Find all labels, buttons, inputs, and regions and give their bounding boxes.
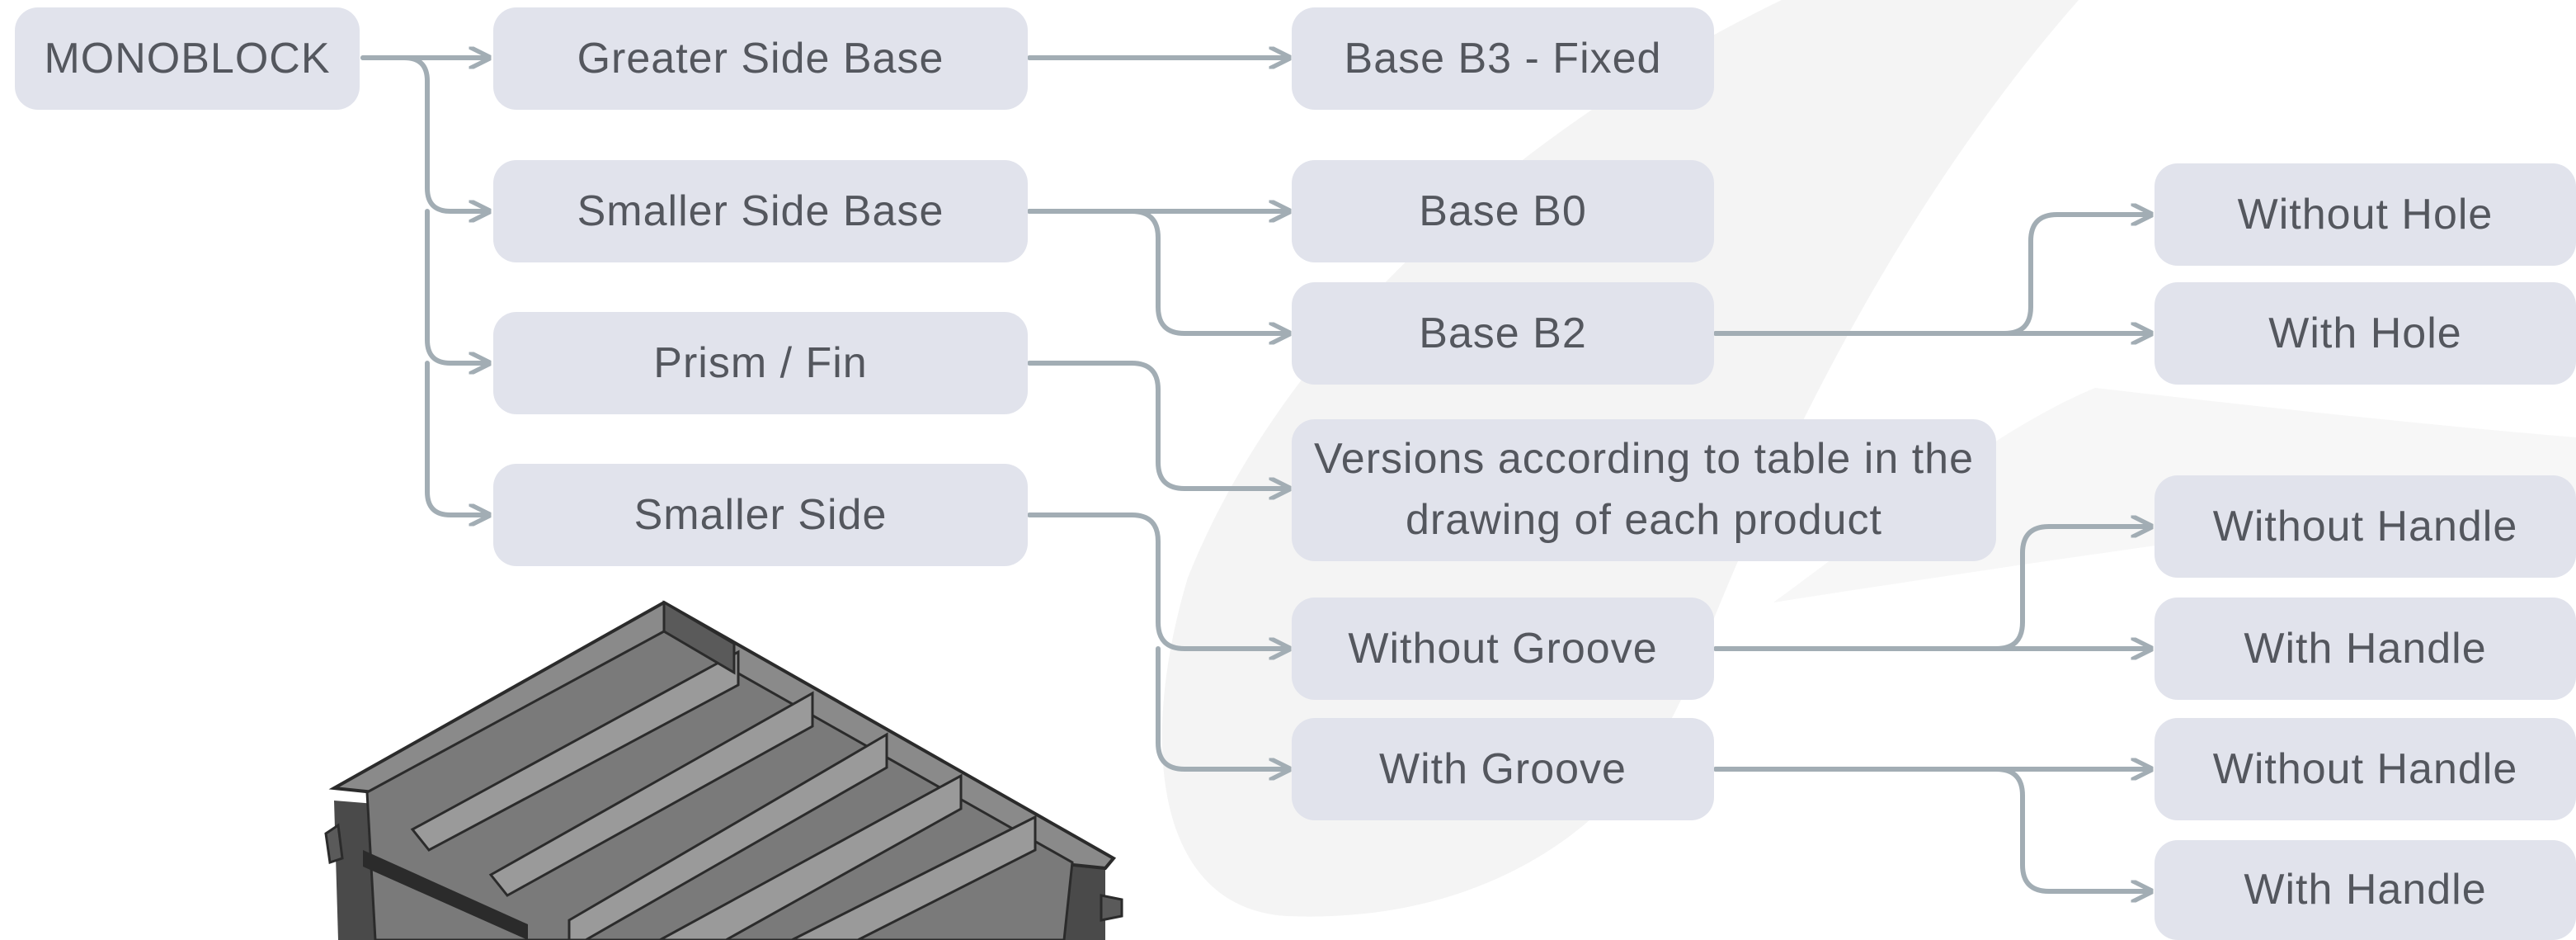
node-without-groove: Without Groove [1292,598,1714,700]
edge-monoblock-prism-fin [425,209,487,363]
node-base-b2: Base B2 [1292,282,1714,385]
node-base-b3-fixed: Base B3 - Fixed [1292,7,1714,110]
edge-prism-fin-versions [1027,361,1287,489]
node-with-handle-2: With Handle [2155,840,2576,940]
edge-monoblock-smaller-side [425,361,487,515]
edge-base-b2-without-hole [1713,215,2149,336]
edge-without-groove-without-handle [1713,527,2149,651]
node-smaller-side: Smaller Side [493,464,1028,566]
node-without-handle-1: Without Handle [2155,475,2576,578]
node-monoblock: MONOBLOCK [15,7,360,110]
node-with-hole: With Hole [2155,282,2576,385]
node-base-b0: Base B0 [1292,160,1714,262]
node-with-handle-1: With Handle [2155,598,2576,700]
node-smaller-side-base: Smaller Side Base [493,160,1028,262]
edge-monoblock-smaller-side-base [360,55,487,211]
node-with-groove: With Groove [1292,718,1714,820]
node-prism-fin: Prism / Fin [493,312,1028,414]
node-without-hole: Without Hole [2155,163,2576,266]
node-versions: Versions according to table in the drawi… [1292,419,1996,561]
edge-smaller-side-without-groove [1027,513,1287,649]
edge-with-groove-with-handle [1713,767,2149,891]
node-greater-side-base: Greater Side Base [493,7,1028,110]
node-without-handle-2: Without Handle [2155,718,2576,820]
edge-smaller-side-with-groove [1156,646,1287,769]
edge-smaller-side-base-b2 [1027,209,1287,333]
